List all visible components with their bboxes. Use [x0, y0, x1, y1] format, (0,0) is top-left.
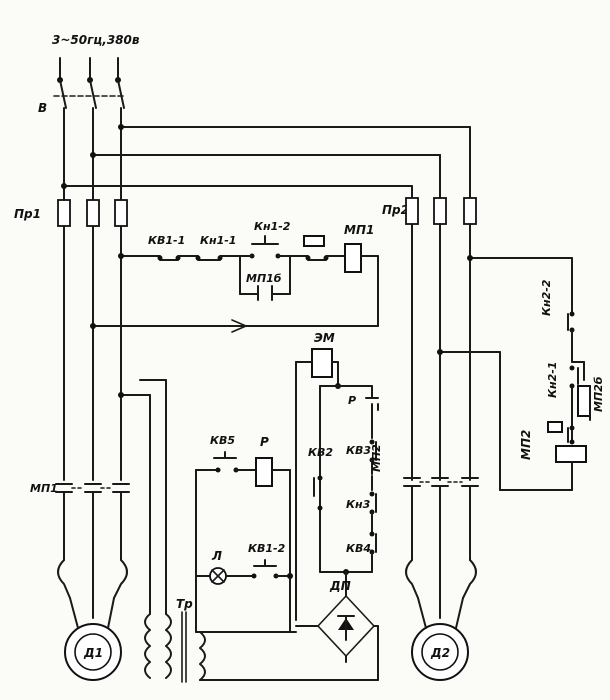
kn2-1-label: Кн2-1 — [546, 362, 559, 398]
relay-lamp-circuit — [118, 379, 293, 633]
mp1-block-label: МП1б — [246, 272, 282, 285]
kv2-label: КВ2 — [308, 446, 333, 459]
mp1-main-label: МП1 — [30, 482, 58, 495]
r-contact-label: Р — [348, 394, 356, 407]
motor-d1 — [57, 559, 128, 681]
fuse-pr2-label: Пр2 — [382, 203, 409, 217]
kn1-2-label: Кн1-2 — [254, 220, 291, 233]
r-coil-label: Р — [260, 435, 269, 449]
kv1-2-label: КВ1-2 — [248, 542, 286, 555]
transformer — [144, 611, 297, 683]
phase-lines — [63, 107, 122, 481]
supply-label: 3~50гц,380в — [52, 33, 140, 47]
kv4-label: КВ4 — [346, 542, 371, 555]
em-circuit — [295, 348, 379, 621]
rectifier-label: ДП — [329, 579, 351, 593]
lamp-label: Л — [211, 549, 222, 563]
bus-lines — [61, 124, 471, 481]
control-circuit-mp1 — [90, 235, 379, 333]
mp1-coil-label: МП1 — [344, 223, 374, 237]
mp2-block-label: МП2б — [592, 376, 605, 412]
kv5-label: КВ5 — [210, 434, 235, 447]
supply-terminals — [57, 57, 121, 83]
kn2-2-label: Кн2-2 — [540, 279, 553, 316]
mp2-coil-label: МП2 — [519, 430, 533, 460]
fuses-pr1 — [57, 199, 128, 227]
kv3-label: КВ3 — [346, 444, 371, 457]
main-contacts-mp1 — [55, 483, 130, 561]
motor-d1-label: Д1 — [83, 646, 103, 660]
em-coil-label: ЭМ — [314, 331, 335, 345]
fuses-pr2 — [405, 197, 477, 225]
kn3-label: Кн3 — [346, 498, 371, 511]
mp2-main-label: МП2 — [370, 444, 383, 472]
fuse-pr1-label: Пр1 — [14, 207, 41, 221]
kv1-1-label: КВ1-1 — [148, 234, 185, 247]
kn1-1-label: Кн1-1 — [200, 234, 236, 247]
control-circuit-mp2 — [437, 255, 591, 491]
main-contacts-mp2 — [403, 477, 479, 561]
rectifier-bridge — [199, 595, 379, 681]
motor-d2 — [405, 559, 477, 681]
motor-d2-label: Д2 — [430, 646, 450, 660]
switch-label: В — [38, 101, 47, 115]
main-switch — [53, 79, 127, 109]
transformer-label: Тр — [176, 597, 193, 611]
